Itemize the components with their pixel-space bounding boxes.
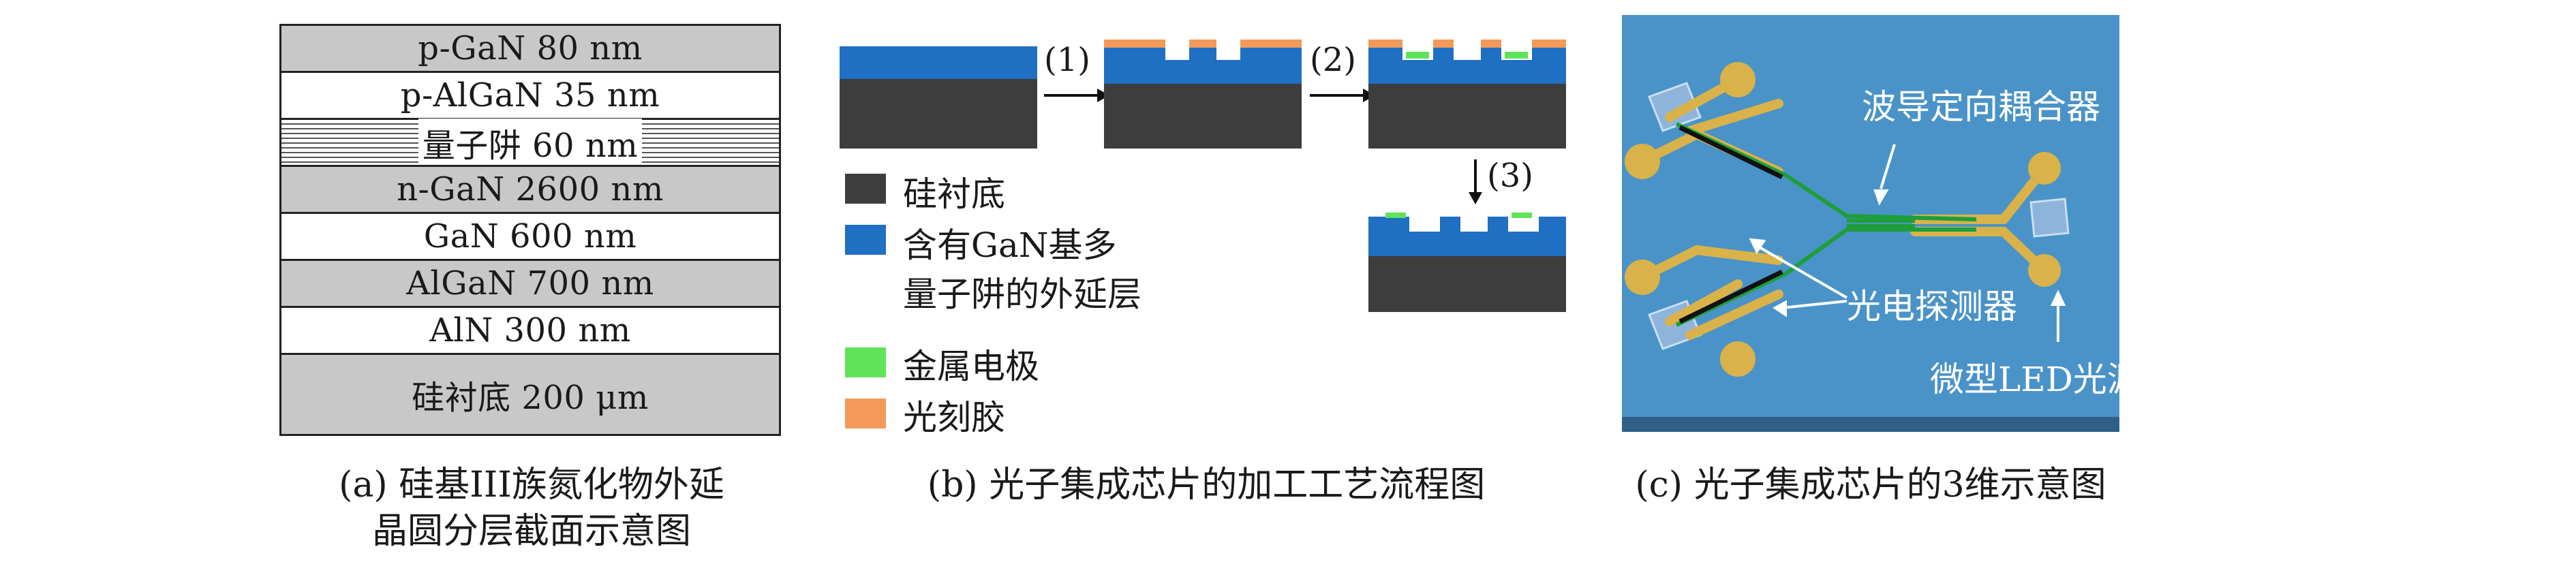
legend-label-substrate: 硅衬底 [903, 174, 1005, 214]
legend-swatch-photoresist [845, 399, 886, 428]
epi-layer [1368, 232, 1566, 256]
photoresist [1433, 40, 1454, 48]
layer-si-substrate: 硅衬底 200 μm [279, 353, 781, 436]
layer-algan: AlGaN 700 nm [279, 259, 781, 308]
epi-mesa [1368, 46, 1402, 60]
si-substrate [1368, 84, 1566, 149]
legend-label-epi-line2: 量子阱的外延层 [903, 275, 1141, 314]
legend-swatch-substrate [845, 174, 886, 204]
si-substrate [1368, 256, 1566, 312]
legend-swatch-metal [845, 347, 886, 377]
epi-layer [840, 46, 1037, 79]
layer-quantum-well: 量子阱 60 nm [279, 118, 781, 167]
metal-electrode [1385, 213, 1406, 218]
photoresist [1532, 40, 1566, 48]
chip-3d-view: 波导定向耦合器 光电探测器 微型LED光源 [1622, 15, 2141, 432]
legend-swatch-epi [845, 225, 886, 255]
epi-mesa [1240, 46, 1302, 60]
arrow-right-icon [1310, 89, 1375, 102]
chip-metal [1368, 40, 1566, 149]
metal-electrode [1505, 52, 1528, 59]
legend-label-epi-line1: 含有GaN基多 [903, 225, 1117, 265]
photoresist [1481, 40, 1501, 48]
caption-a-line1: (a) 硅基III族氮化物外延 [339, 465, 724, 505]
epi-mesa [1189, 46, 1216, 60]
layer-aln: AlN 300 nm [279, 306, 781, 355]
caption-b: (b) 光子集成芯片的加工工艺流程图 [927, 465, 1486, 505]
epi-mesa [1481, 46, 1501, 60]
chip-final [1368, 213, 1566, 312]
step-label-3: (3) [1487, 157, 1533, 195]
epi-mesa [1488, 217, 1508, 232]
legend-label-metal: 金属电极 [903, 347, 1039, 386]
arrow-down-icon [1469, 159, 1482, 204]
si-substrate [1104, 84, 1302, 149]
caption-c: (c) 光子集成芯片的3维示意图 [1635, 465, 2106, 505]
epi-mesa [1440, 217, 1460, 232]
step-label-1: (1) [1044, 41, 1090, 79]
layer-p-algan: p-AlGaN 35 nm [279, 71, 781, 120]
chip-3d-illustration [1622, 62, 2119, 432]
epi-layer [1104, 60, 1302, 84]
arrow-right-icon [1044, 89, 1109, 102]
label-micro-led: 微型LED光源 [1930, 360, 2141, 399]
epi-layer [1368, 60, 1566, 84]
photoresist [1189, 40, 1216, 48]
epi-mesa [1104, 46, 1165, 60]
chip-photoresist [1104, 40, 1302, 149]
photoresist [1240, 40, 1302, 48]
layer-gan: GaN 600 nm [279, 212, 781, 261]
chip-initial [840, 46, 1037, 149]
photoresist [1368, 40, 1402, 48]
label-directional-coupler: 波导定向耦合器 [1862, 87, 2100, 127]
epi-mesa [1539, 217, 1566, 232]
photoresist [1104, 40, 1165, 48]
epi-mesa [1368, 217, 1409, 232]
epi-mesa [1433, 46, 1454, 60]
step-label-2: (2) [1310, 41, 1356, 79]
si-substrate [840, 79, 1037, 149]
layer-p-gan: p-GaN 80 nm [279, 24, 781, 73]
metal-electrode [1406, 52, 1429, 59]
layer-n-gan: n-GaN 2600 nm [279, 165, 781, 214]
caption-a-line2: 晶圆分层截面示意图 [371, 511, 691, 552]
label-photodetector: 光电探测器 [1847, 287, 2017, 326]
metal-electrode [1512, 213, 1532, 218]
epi-mesa [1532, 46, 1566, 60]
layer-stack: p-GaN 80 nm p-AlGaN 35 nm 量子阱 60 nm n-Ga… [279, 24, 784, 436]
legend-label-photoresist: 光刻胶 [903, 398, 1005, 437]
